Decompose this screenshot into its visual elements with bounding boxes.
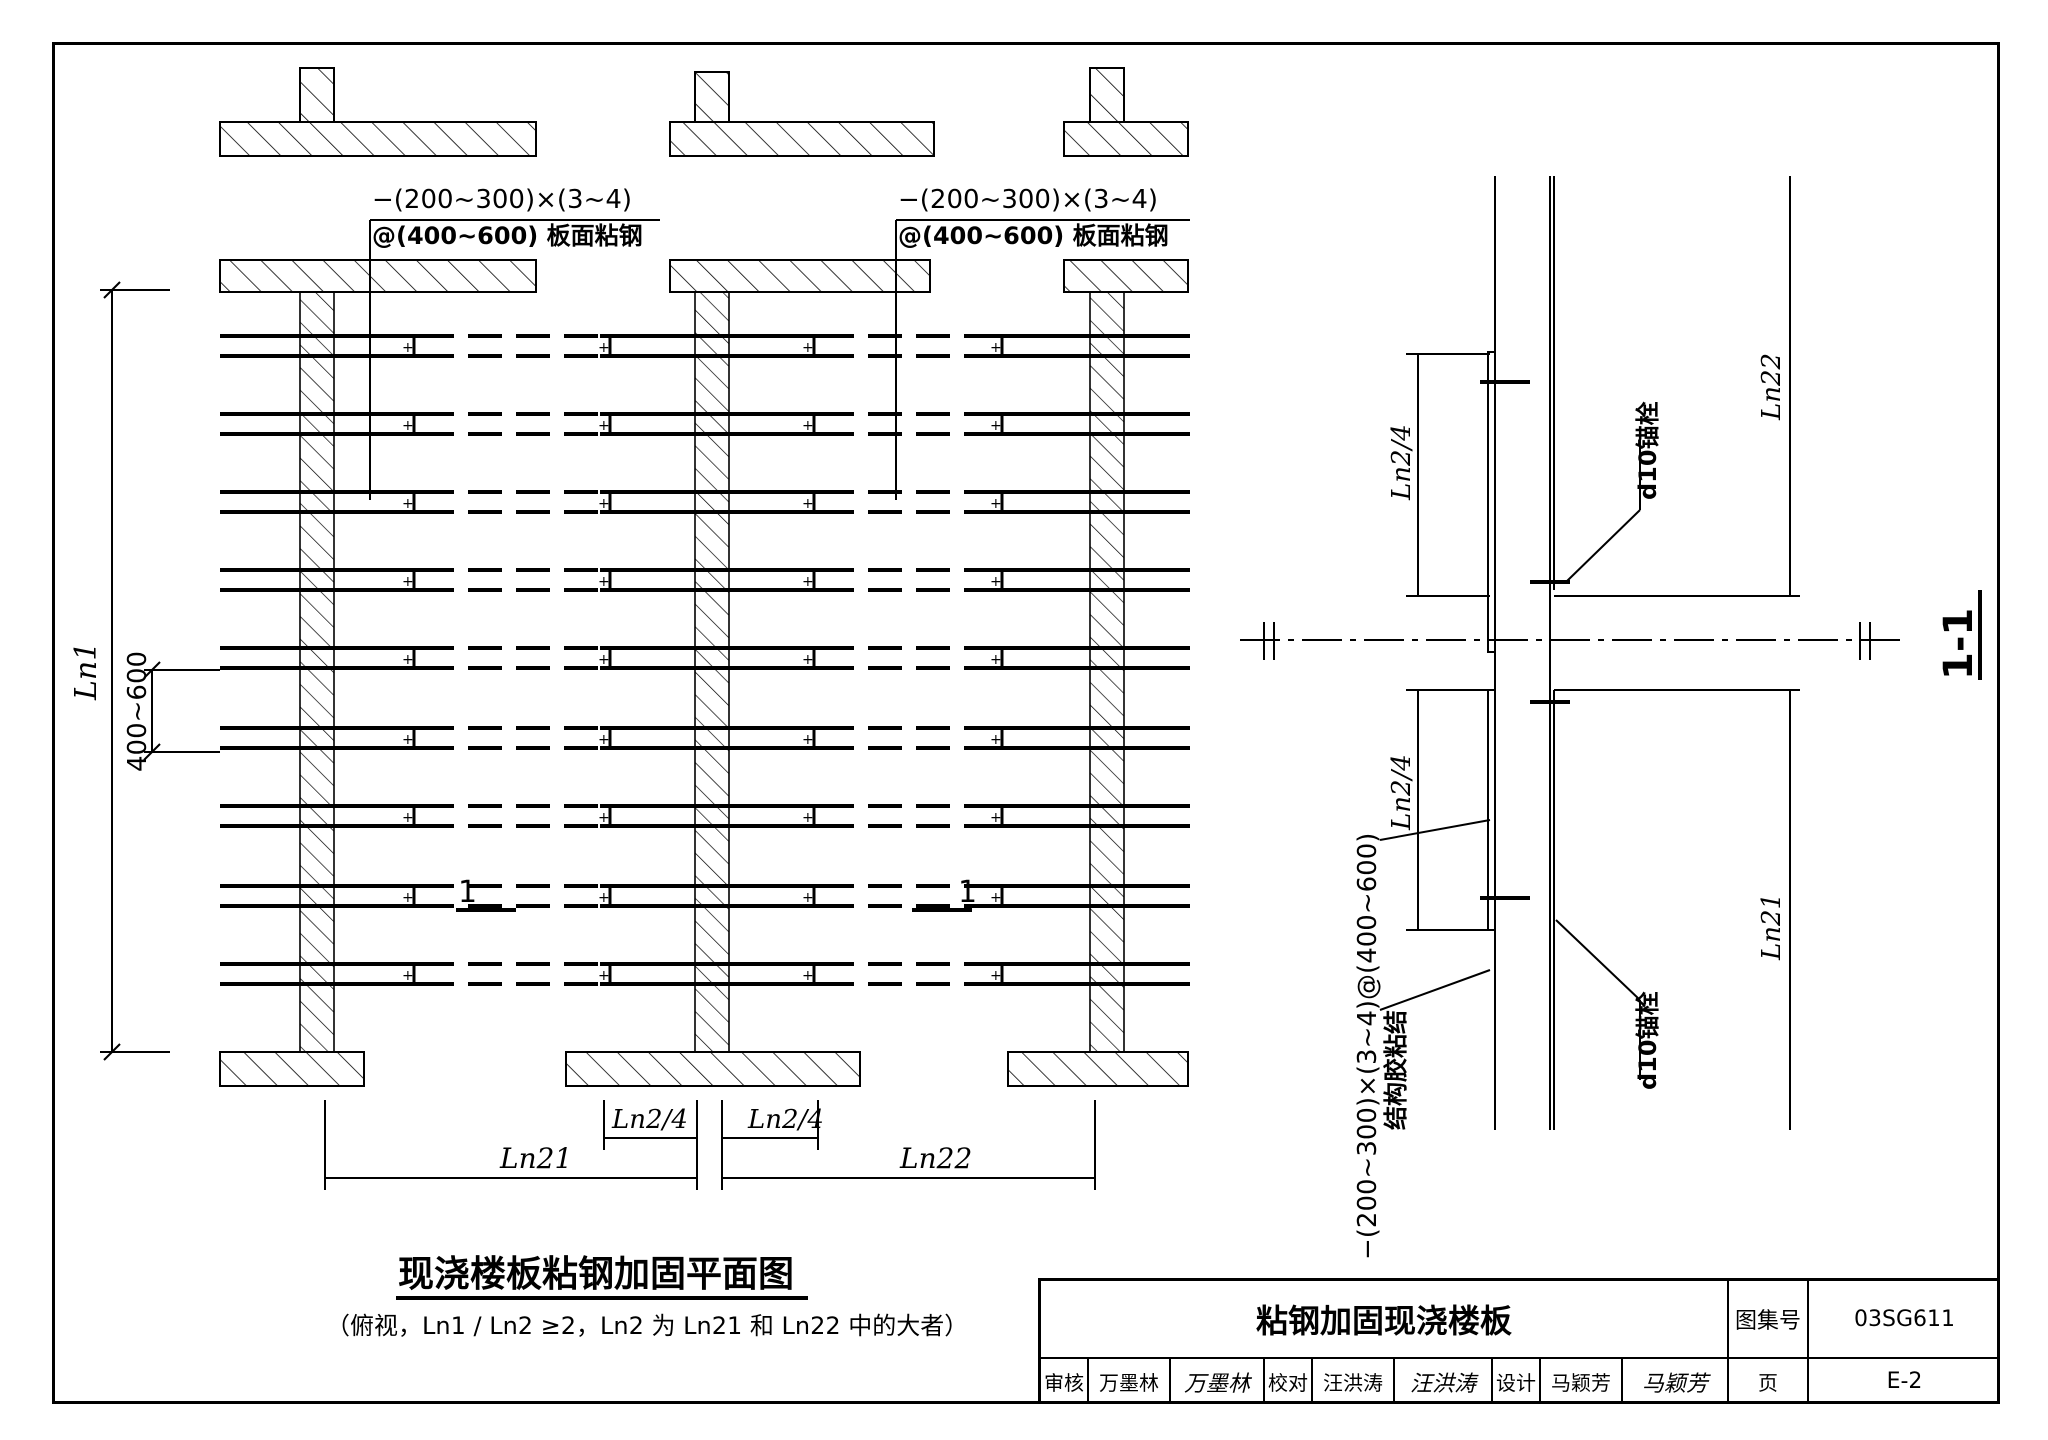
dim-spacing-label: 400~600 [123, 651, 153, 772]
anchor-dot: + [598, 652, 610, 668]
steel-leader [1379, 819, 1491, 1011]
atlas-no: 03SG611 [1809, 1281, 2000, 1359]
section-ln21: Ln21 [1757, 893, 1787, 961]
design-label: 设计 [1493, 1359, 1541, 1404]
dim-quarter-right: Ln2/4 [747, 1105, 824, 1135]
section-steel-spec: −(200~300)×(3~4)@(400~600) [1353, 833, 1383, 1260]
section-label: 1-1 [1936, 608, 1982, 680]
section-mark-right: 1 [958, 875, 977, 910]
spec-leaders [369, 219, 1190, 500]
anchor-dot: + [990, 732, 1002, 748]
anchor-dot: + [802, 418, 814, 434]
anchor-dot: + [598, 574, 610, 590]
anchor-dot: + [802, 810, 814, 826]
section-steel-plates [1487, 351, 1496, 931]
anchor-label-top: d10锚栓 [1634, 401, 1662, 500]
anchor-dot: + [402, 810, 414, 826]
section-dims-left [1406, 353, 1490, 931]
section-dims-right [1554, 176, 1800, 1130]
section-steel-glue: 结构胶粘结 [1382, 1010, 1410, 1130]
steel-plate-strips: + + + + + + + + + + + + + + + + + + + + + + + + + + + + + + + + + + + + [220, 334, 1190, 986]
anchor-dot: + [990, 418, 1002, 434]
anchor-dot: + [598, 418, 610, 434]
dim-spacing [143, 661, 220, 761]
anchor-dot: + [402, 890, 414, 906]
anchor-dot: + [598, 496, 610, 512]
anchor-dot: + [402, 732, 414, 748]
anchor-dot: + [802, 340, 814, 356]
dim-ln1-label: Ln1 [69, 642, 104, 701]
plan-steel-spec-1b: @(400~600) 板面粘钢 [372, 222, 643, 250]
designer: 马颖芳 [1541, 1359, 1623, 1404]
drawing-frame [52, 42, 2000, 1404]
anchor-dot: + [598, 890, 610, 906]
anchor-dot: + [598, 968, 610, 984]
reviewer-signature: 万墨林 [1171, 1359, 1265, 1404]
anchor-dot: + [990, 574, 1002, 590]
checker-signature: 汪洪涛 [1395, 1359, 1493, 1404]
reviewer: 万墨林 [1089, 1359, 1171, 1404]
anchor-dot: + [598, 340, 610, 356]
dim-ln21-label: Ln21 [499, 1142, 572, 1175]
dim-ln1 [100, 281, 170, 1061]
check-label: 校对 [1265, 1359, 1313, 1404]
anchor-dot: + [802, 890, 814, 906]
anchor-dot: + [990, 496, 1002, 512]
anchor-dot: + [802, 574, 814, 590]
anchor-dot: + [402, 652, 414, 668]
section-ln22: Ln22 [1757, 353, 1787, 421]
anchor-dot: + [402, 968, 414, 984]
anchor-leaders [1555, 430, 1641, 1080]
top-walls [219, 67, 1189, 157]
dim-ln22-label: Ln22 [899, 1142, 972, 1175]
anchor-dot: + [402, 574, 414, 590]
anchor-dot: + [802, 496, 814, 512]
review-label: 审核 [1041, 1359, 1089, 1404]
page-no: E-2 [1886, 1369, 1923, 1394]
dim-quarter-left: Ln2/4 [611, 1105, 688, 1135]
anchor-dot: + [802, 968, 814, 984]
plan-steel-spec-2b: @(400~600) 板面粘钢 [898, 222, 1169, 250]
slab-section [1494, 176, 1555, 1130]
anchor-dot: + [990, 340, 1002, 356]
upper-beams [219, 259, 1189, 293]
section-anchors [1480, 380, 1570, 900]
section-quarter-bottom: Ln2/4 [1387, 754, 1417, 831]
page-label: 页 [1729, 1359, 1809, 1404]
drawing-title: 粘钢加固现浇楼板 [1041, 1281, 1729, 1359]
title-block: 粘钢加固现浇楼板 图集号 03SG611 审核 万墨林 万墨林 校对 汪洪涛 汪… [1038, 1278, 2000, 1404]
section-mark-left: 1 [458, 875, 477, 910]
anchor-dot: + [990, 968, 1002, 984]
anchor-dot: + [598, 732, 610, 748]
plan-steel-spec-2a: −(200~300)×(3~4) [898, 185, 1158, 215]
anchor-dot: + [402, 340, 414, 356]
plan-note: （俯视，Ln1 / Ln2 ≥2，Ln2 为 Ln21 和 Ln22 中的大者） [326, 1312, 968, 1340]
anchor-dot: + [402, 418, 414, 434]
anchor-dot: + [802, 732, 814, 748]
anchor-label-bottom: d10锚栓 [1634, 991, 1662, 1090]
anchor-dot: + [802, 652, 814, 668]
section-quarter-top: Ln2/4 [1387, 424, 1417, 501]
checker: 汪洪涛 [1313, 1359, 1395, 1404]
anchor-dot: + [990, 652, 1002, 668]
anchor-dot: + [402, 496, 414, 512]
vertical-beams [299, 291, 1125, 1053]
atlas-label: 图集号 [1729, 1281, 1809, 1359]
section-axis [1240, 622, 1900, 660]
anchor-dot: + [990, 890, 1002, 906]
lower-beams [219, 1051, 1189, 1087]
anchor-dot: + [598, 810, 610, 826]
designer-signature: 马颖芳 [1623, 1359, 1729, 1404]
plan-title: 现浇楼板粘钢加固平面图 [398, 1254, 794, 1295]
plan-steel-spec-1a: −(200~300)×(3~4) [372, 185, 632, 215]
anchor-dot: + [990, 810, 1002, 826]
dim-bottom [324, 1100, 1096, 1190]
